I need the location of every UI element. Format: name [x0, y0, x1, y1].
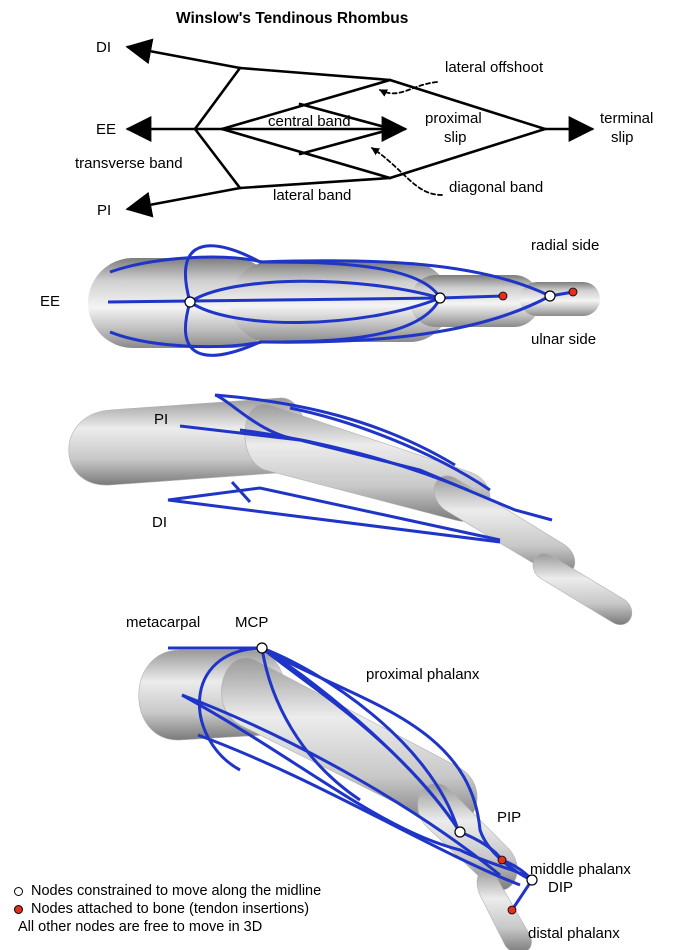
top-view-label-ulnar-side: ulnar side	[531, 332, 596, 347]
flexed-node-insertion-1	[498, 856, 506, 864]
flexed-view-label-dip: DIP	[548, 880, 573, 895]
schematic-label-terminal-slip-line1: terminal	[600, 111, 653, 126]
legend-row-insertion: Nodes attached to bone (tendon insertion…	[14, 901, 309, 917]
top-view-finger	[88, 246, 600, 355]
schematic-label-central-band: central band	[268, 114, 351, 129]
legend-row-midline: Nodes constrained to move along the midl…	[14, 883, 321, 899]
schematic-label-lateral-band: lateral band	[273, 188, 351, 203]
top-view-label-ee: EE	[40, 294, 60, 309]
schematic-label-terminal-slip-line2: slip	[611, 130, 634, 145]
legend-text-midline: Nodes constrained to move along the midl…	[31, 883, 321, 899]
flexed-view-label-distal-phalanx: distal phalanx	[528, 926, 620, 941]
side-view-bones	[69, 398, 632, 625]
flexed-view-label-metacarpal: metacarpal	[126, 615, 200, 630]
side-view-finger	[69, 395, 632, 625]
side-distal-phalanx-bone	[533, 554, 632, 625]
top-view-bones	[88, 258, 600, 348]
schematic-label-lateral-offshoot: lateral offshoot	[445, 60, 543, 75]
schematic-label-proximal-slip-line2: slip	[444, 130, 467, 145]
top-view-label-radial-side: radial side	[531, 238, 599, 253]
schematic-label-proximal-slip-line1: proximal	[425, 111, 482, 126]
white-node-icon	[14, 887, 23, 896]
flexed-view-label-mcp: MCP	[235, 615, 268, 630]
schematic-label-diagonal-band: diagonal band	[449, 180, 543, 195]
di-arrow	[128, 47, 240, 68]
flexed-node-mcp	[257, 643, 267, 653]
legend-text-insertion: Nodes attached to bone (tendon insertion…	[31, 901, 309, 917]
side-view-label-pi: PI	[154, 412, 168, 427]
flexed-view-label-proximal-phalanx: proximal phalanx	[366, 667, 479, 682]
top-node-insertion-2	[569, 288, 577, 296]
legend-text-other: All other nodes are free to move in 3D	[18, 919, 262, 935]
inner-diagonal-lower	[300, 129, 392, 154]
flexed-view-label-middle-phalanx: middle phalanx	[530, 862, 631, 877]
legend-row-other: All other nodes are free to move in 3D	[18, 919, 262, 935]
lateral-band-upper-a	[240, 68, 390, 80]
lateral-band-lower-b	[390, 129, 545, 178]
transverse-band-upper	[195, 68, 240, 129]
pi-arrow	[128, 188, 240, 209]
flexed-node-pip	[455, 827, 465, 837]
schematic-label-transverse-band: transverse band	[75, 156, 183, 171]
schematic-label-ee: EE	[96, 122, 116, 137]
flexed-node-insertion-2	[508, 906, 516, 914]
top-node-midline-1	[185, 297, 195, 307]
schematic-label-pi: PI	[97, 203, 111, 218]
flexed-view-label-pip: PIP	[497, 810, 521, 825]
top-node-midline-3	[545, 291, 555, 301]
top-node-midline-2	[435, 293, 445, 303]
side-view-label-di: DI	[152, 515, 167, 530]
top-tendon-central-slip	[440, 296, 503, 298]
figure-title: Winslow's Tendinous Rhombus	[176, 11, 408, 27]
transverse-band-lower	[195, 129, 240, 188]
top-node-insertion-1	[499, 292, 507, 300]
schematic-label-di: DI	[96, 40, 111, 55]
red-node-icon	[14, 905, 23, 914]
